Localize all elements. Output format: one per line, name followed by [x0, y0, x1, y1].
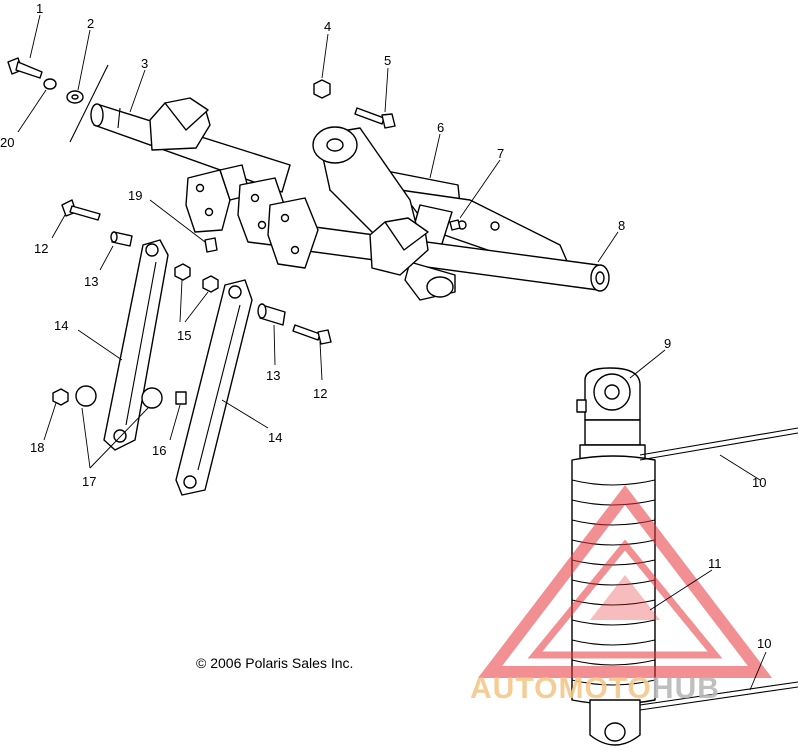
callout-14-left: 14 — [54, 318, 68, 333]
mount-plate-right — [267, 197, 319, 269]
callout-20: 20 — [0, 135, 14, 150]
callout-12-upper: 12 — [34, 241, 48, 256]
washer-2-hole — [71, 94, 79, 100]
callout-14-right: 14 — [268, 430, 282, 445]
bushing-13-lower-end — [257, 303, 267, 319]
bushing-13-upper-end — [110, 231, 118, 243]
fitting-16 — [175, 391, 187, 405]
callout-8: 8 — [618, 218, 625, 233]
washer-17b — [141, 387, 163, 409]
callout-13-upper: 13 — [84, 274, 98, 289]
callout-3: 3 — [141, 56, 148, 71]
nut-18 — [52, 388, 69, 406]
callout-4: 4 — [324, 19, 331, 34]
callout-2: 2 — [87, 16, 94, 31]
callout-10-lower: 10 — [757, 636, 771, 651]
callout-9: 9 — [664, 336, 671, 351]
link-arm-right — [175, 279, 253, 496]
bolt-12-lower — [292, 324, 332, 345]
bolt-1 — [7, 57, 43, 79]
callout-11: 11 — [708, 556, 722, 571]
watermark-text: AUTOMOTOHUB — [470, 672, 720, 706]
callout-17: 17 — [82, 474, 96, 489]
callout-16: 16 — [152, 443, 166, 458]
callout-1: 1 — [36, 1, 43, 16]
axis-break-line — [69, 64, 109, 143]
callout-13-lower: 13 — [266, 368, 280, 383]
nut-15b — [202, 275, 219, 293]
nut-15a — [174, 263, 191, 281]
callout-5: 5 — [384, 53, 391, 68]
cable-10-lower — [639, 681, 799, 706]
callout-12-lower: 12 — [313, 386, 327, 401]
tube-bracket-upper — [149, 97, 211, 151]
leader-lines — [17, 14, 767, 691]
callout-15: 15 — [177, 328, 191, 343]
cable-10-upper — [639, 427, 799, 456]
cable-10-upper-b — [639, 432, 799, 461]
tube-bracket-lower — [369, 217, 429, 276]
fitting-19 — [204, 237, 218, 253]
fitting-7 — [449, 219, 461, 231]
copyright-notice: © 2006 Polaris Sales Inc. — [196, 655, 354, 671]
washer-20 — [43, 78, 57, 90]
link-arm-left — [103, 239, 169, 451]
cable-10-lower-b — [639, 686, 799, 711]
shock-absorber — [571, 367, 656, 746]
callout-6: 6 — [437, 120, 444, 135]
callout-7: 7 — [497, 146, 504, 161]
nut-4 — [313, 79, 331, 99]
bolt-12-upper — [61, 199, 101, 221]
watermark-text-main: AUTOMOTO — [470, 672, 652, 705]
callout-18: 18 — [30, 440, 44, 455]
washer-17a — [75, 385, 97, 407]
watermark-logo — [477, 485, 773, 678]
bolt-5 — [354, 107, 396, 129]
callout-19: 19 — [128, 188, 142, 203]
watermark-text-accent: HUB — [651, 672, 720, 705]
callout-10-upper: 10 — [752, 475, 766, 490]
callout-labels: 1 2 3 4 5 6 7 8 9 10 10 11 12 12 13 13 1… — [0, 1, 771, 651]
